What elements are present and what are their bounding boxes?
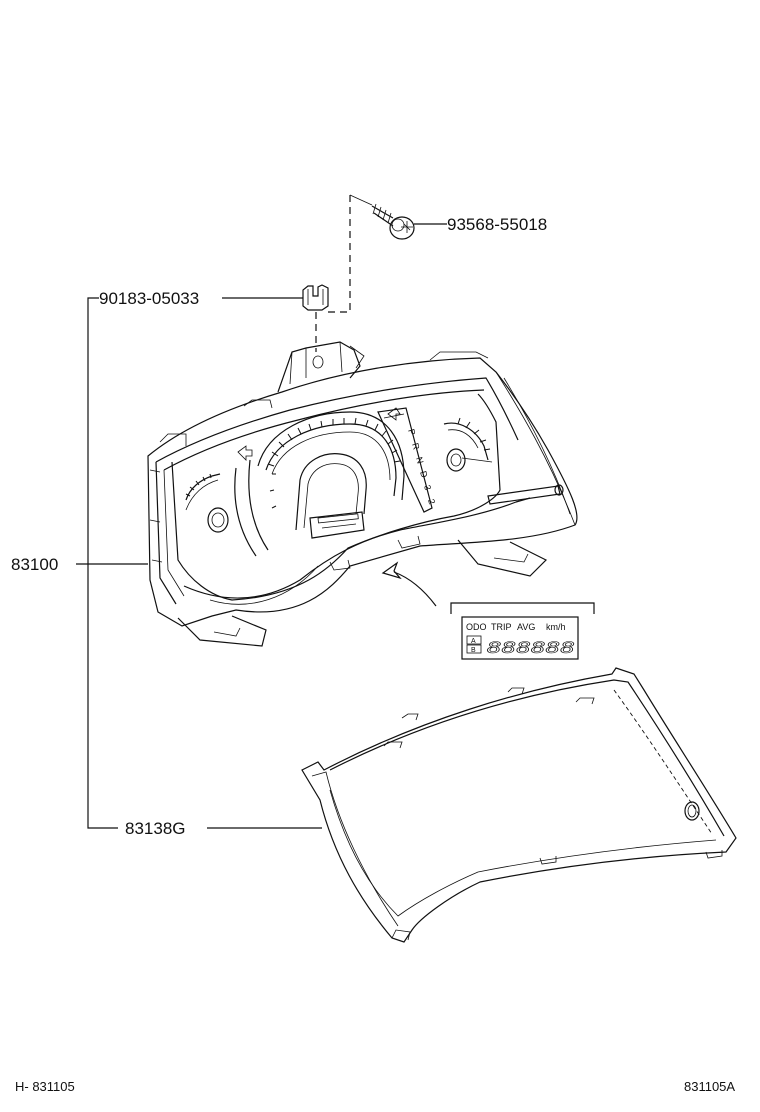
gear-letter: R	[410, 442, 422, 451]
gear-letter: 2	[426, 498, 437, 506]
gear-letter: P	[406, 428, 417, 437]
lcd-label-unit: km/h	[546, 622, 566, 632]
footer-left-code: H- 831105	[15, 1079, 75, 1094]
screw-part	[328, 194, 447, 313]
lcd-label-trip: TRIP	[491, 622, 512, 632]
clip-part-number: 90183-05033	[99, 289, 199, 308]
lcd-label-odo: ODO	[466, 622, 487, 632]
meter-assembly-part-number: 83100	[11, 555, 58, 574]
screw-part-number: 93568-55018	[447, 215, 547, 234]
lcd-trip-a: A	[471, 638, 476, 645]
lcd-detail-callout: ODO TRIP AVG km/h A B 888888	[450, 602, 595, 660]
gear-indicator: P R N D 3 2	[406, 428, 437, 506]
assembly-bracket-line	[87, 297, 118, 829]
gear-letter: 3	[422, 484, 433, 492]
meter-glass	[301, 667, 737, 943]
lcd-digits: 888888	[487, 638, 575, 657]
meter-assembly	[147, 341, 578, 647]
gear-letter: N	[414, 456, 425, 465]
glass-part-number: 83138G	[125, 819, 186, 838]
clip-part	[302, 284, 329, 352]
view-arrow	[381, 561, 437, 607]
lcd-trip-b: B	[471, 647, 476, 654]
footer-right-code: 831105A	[684, 1079, 735, 1094]
lcd-label-avg: AVG	[517, 622, 535, 632]
gear-letter: D	[418, 470, 430, 479]
